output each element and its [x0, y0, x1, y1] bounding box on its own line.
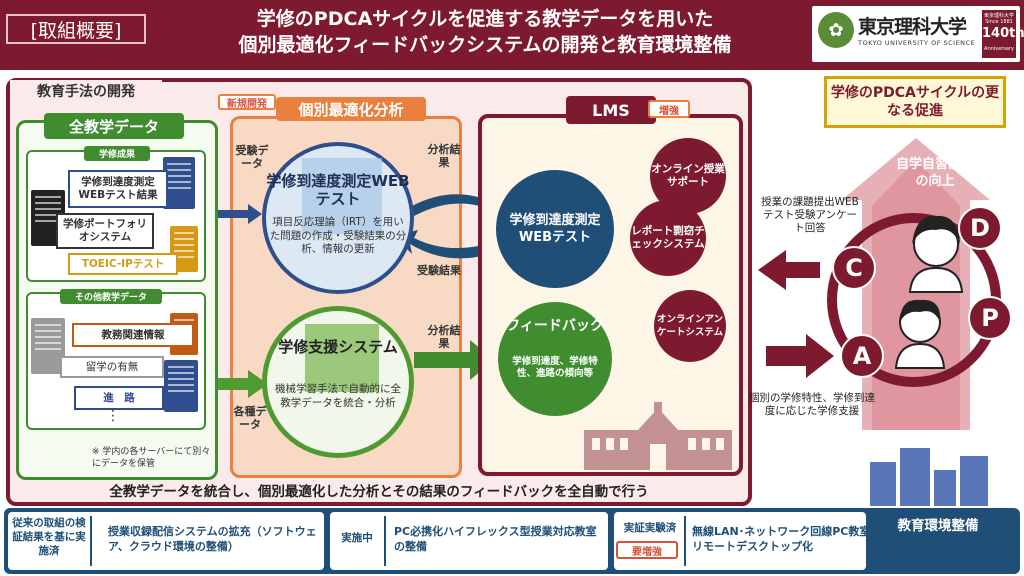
- server-icon: [164, 360, 198, 412]
- lms-title: LMS: [566, 96, 656, 124]
- method-title: 教育手法の開発: [10, 80, 162, 102]
- enhance-badge: 増強: [648, 100, 690, 118]
- study-abroad-box: 留学の有無: [60, 356, 164, 378]
- webtest-deco: [302, 158, 382, 234]
- arrow-webtest-to-lms-icon: [412, 190, 504, 216]
- divider: [684, 516, 686, 566]
- analysis-title: 個別最適化分析: [276, 97, 426, 121]
- section-completed-label: 従来の取組の検証結果を基に実施済: [12, 517, 86, 557]
- label-analysis-result: 分析結果: [427, 143, 461, 169]
- label-various-data: 各種データ: [233, 405, 267, 431]
- section-in-progress-text: PC必携化ハイフレックス型授業対応教室の整備: [394, 525, 597, 553]
- needs-enhancement-badge: 要増強: [616, 541, 678, 559]
- career-box: 進 路: [74, 386, 164, 410]
- section-in-progress: [330, 512, 608, 570]
- lms-webtest-circle: 学修到達度測定WEBテスト: [496, 170, 614, 288]
- university-name-en: TOKYO UNIVERSITY OF SCIENCE: [858, 39, 976, 47]
- arrow-analysis-to-feedback-icon: [414, 340, 494, 380]
- section-in-progress-label: 実施中: [341, 532, 373, 544]
- all-data-title: 全教学データ: [44, 113, 184, 139]
- feedback-circle: [498, 302, 612, 416]
- integration-statement: 全教学データを統合し、個別最適化した分析とその結果のフィードバックを全自動で行う: [109, 484, 649, 500]
- anniversary-label: Anniversary: [984, 46, 1014, 52]
- anniversary-badge: [982, 10, 1016, 58]
- arrow-lms-to-webtest-icon: [394, 230, 496, 259]
- arrow-submit-icon: [758, 250, 820, 290]
- feedback-title: フィードバック: [506, 318, 604, 334]
- feedback-desc: 学修到達度、学修特性、進路の傾向等: [512, 356, 598, 379]
- pdca-promotion-box: 学修のPDCAサイクルの更なる促進: [824, 76, 1006, 128]
- student-activity-text: 授業の課題提出WEBテスト受験アンケート回答: [761, 196, 859, 234]
- webtest-results-box: 学修到達度測定WEBテスト結果: [68, 170, 168, 208]
- label-exam-data: 受験データ: [235, 144, 269, 170]
- server-icon: [31, 318, 65, 374]
- anniversary-sub: 東京理科大学 Since 1881: [983, 13, 1014, 25]
- server-note: ※ 学内の各サーバーにて別々にデータを保管: [92, 447, 211, 469]
- arrow-various-data-icon: [218, 370, 268, 398]
- other-data-label: その他教学データ: [60, 289, 162, 304]
- label-analysis-result-2: 分析結果: [427, 324, 461, 350]
- support-system-desc: 機械学習手法で自動的に全教学データを統合・分析: [275, 383, 401, 409]
- pdca-a: A: [840, 334, 884, 378]
- section-completed: [8, 512, 324, 570]
- label-exam-result: 受験結果: [417, 264, 461, 277]
- pdca-d: D: [958, 206, 1002, 250]
- page-title: 学修のPDCAサイクルを促進する教学データを用いた 個別最適化フィードバックシス…: [170, 6, 800, 58]
- campus-building-icon: [870, 448, 988, 506]
- pdca-p: P: [968, 296, 1012, 340]
- student-male-icon: [894, 299, 946, 369]
- university-building-icon: [584, 402, 732, 470]
- arrow-support-icon: [766, 334, 834, 378]
- toeic-box: TOEIC-IPテスト: [68, 253, 178, 275]
- webtest-system-title: 学修到達度測定WEBテスト: [266, 172, 410, 208]
- report-check-circle: レポート剽窃チェックシステム: [630, 200, 706, 276]
- anniversary-number: 140th: [982, 26, 1024, 41]
- webtest-system-desc: 項目反応理論（IRT）を用いた問題の作成・受験結果の分析、情報の更新: [269, 216, 407, 255]
- section-completed-text: 授業収録配信システムの拡充（ソフトウェア、クラウド環境の整備）: [108, 525, 317, 553]
- divider: [384, 516, 386, 566]
- section-tag: [取組概要]: [6, 14, 146, 44]
- section-verified-label: 実証実験済: [623, 522, 677, 534]
- new-development-badge: 新規開発: [218, 94, 276, 110]
- arrow-exam-data-icon: [218, 204, 262, 224]
- university-name: 東京理科大学: [858, 16, 967, 38]
- academic-info-box: 教務関連情報: [72, 323, 194, 347]
- section-verified-text: 無線LAN･ネットワーク回線PC教室のリモートデスクトップ化: [692, 525, 882, 553]
- portfolio-box: 学修ポートフォリオシステム: [56, 213, 154, 249]
- server-icon: [163, 157, 195, 209]
- divider: [90, 516, 92, 566]
- title-line-2: 個別最適化フィードバックシステムの開発と教育環境整備: [238, 34, 732, 56]
- self-study-improvement: 自学自習能力の向上: [895, 157, 974, 189]
- online-survey-circle: オンラインアンケートシステム: [654, 290, 726, 362]
- outcome-label: 学修成果: [84, 146, 150, 161]
- more-items-dots: ⋮: [106, 408, 120, 424]
- pdca-c: C: [832, 246, 876, 290]
- title-line-1: 学修のPDCAサイクルを促進する教学データを用いた: [256, 8, 714, 30]
- individual-support-text: 個別の学修特性、学修到達度に応じた学修支援: [749, 392, 875, 417]
- support-deco: [305, 324, 379, 392]
- environment-title: 教育環境整備: [868, 513, 1008, 535]
- support-system-title: 学修支援システム: [278, 338, 398, 356]
- university-emblem-icon: ✿: [818, 12, 854, 48]
- student-female-icon: [908, 215, 964, 293]
